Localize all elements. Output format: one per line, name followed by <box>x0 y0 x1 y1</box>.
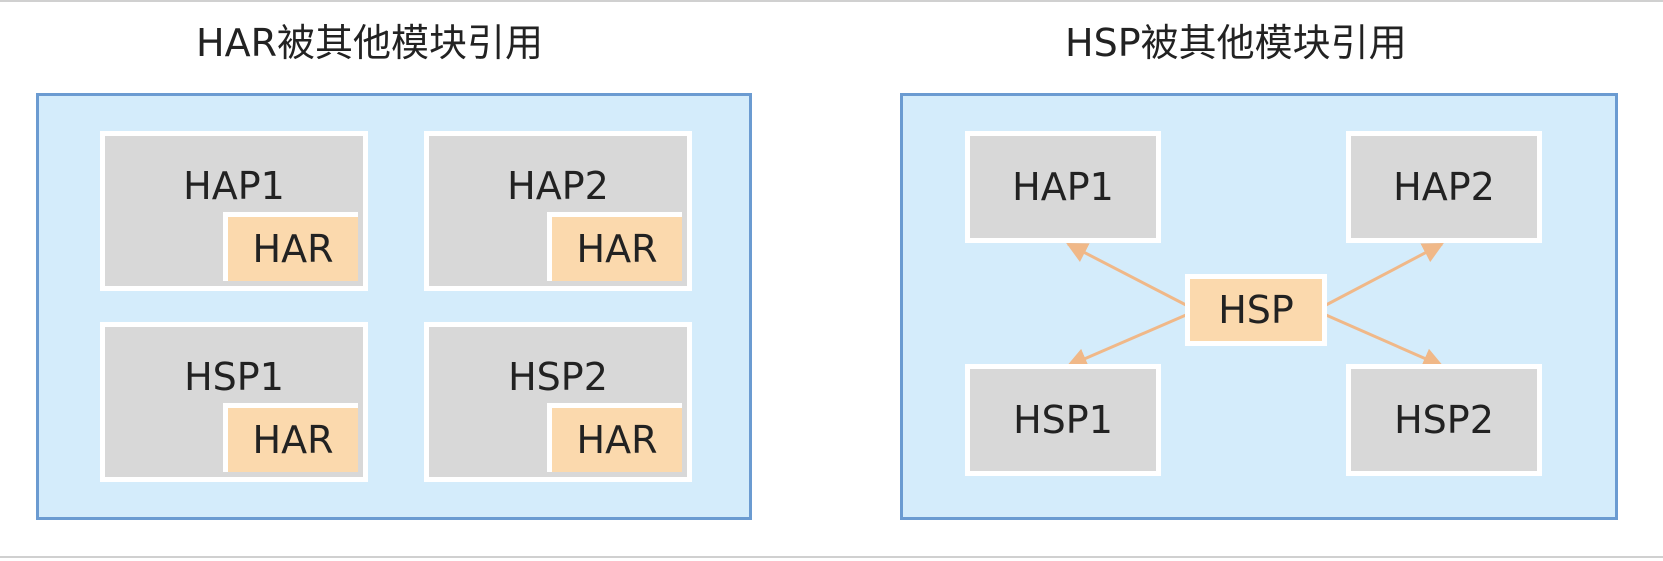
har-panel-hap1-box: HAP1 HAR <box>100 131 368 291</box>
top-rule <box>0 0 1663 2</box>
module-label: HAP1 <box>1012 165 1114 209</box>
hsp-panel-hsp2-box: HSP2 <box>1346 364 1542 476</box>
har-panel-hsp2-box: HSP2 HAR <box>424 322 692 482</box>
har-chip: HAR <box>547 403 682 472</box>
har-chip: HAR <box>547 212 682 281</box>
har-chip: HAR <box>223 212 358 281</box>
module-label: HSP1 <box>1013 398 1113 442</box>
module-label: HSP1 <box>184 355 284 399</box>
har-panel-hap2-box: HAP2 HAR <box>424 131 692 291</box>
hsp-panel-hap2-box: HAP2 <box>1346 131 1542 243</box>
module-label: HAP1 <box>183 164 285 208</box>
hsp-panel-hsp1-box: HSP1 <box>965 364 1161 476</box>
module-label: HSP2 <box>1394 398 1494 442</box>
har-title: HAR被其他模块引用 <box>196 21 543 65</box>
hsp-title: HSP被其他模块引用 <box>1065 21 1407 65</box>
module-label: HSP2 <box>508 355 608 399</box>
hsp-panel-hap1-box: HAP1 <box>965 131 1161 243</box>
arrow-to-hap1 <box>1066 242 1187 307</box>
arrow-to-hsp1 <box>1066 313 1187 369</box>
bottom-rule <box>0 556 1663 558</box>
har-chip: HAR <box>223 403 358 472</box>
arrow-to-hsp2 <box>1325 313 1444 369</box>
arrow-to-hap2 <box>1325 242 1444 307</box>
module-label: HAP2 <box>1393 165 1495 209</box>
module-label: HAP2 <box>507 164 609 208</box>
hsp-center-box: HSP <box>1185 274 1327 346</box>
har-panel-hsp1-box: HSP1 HAR <box>100 322 368 482</box>
